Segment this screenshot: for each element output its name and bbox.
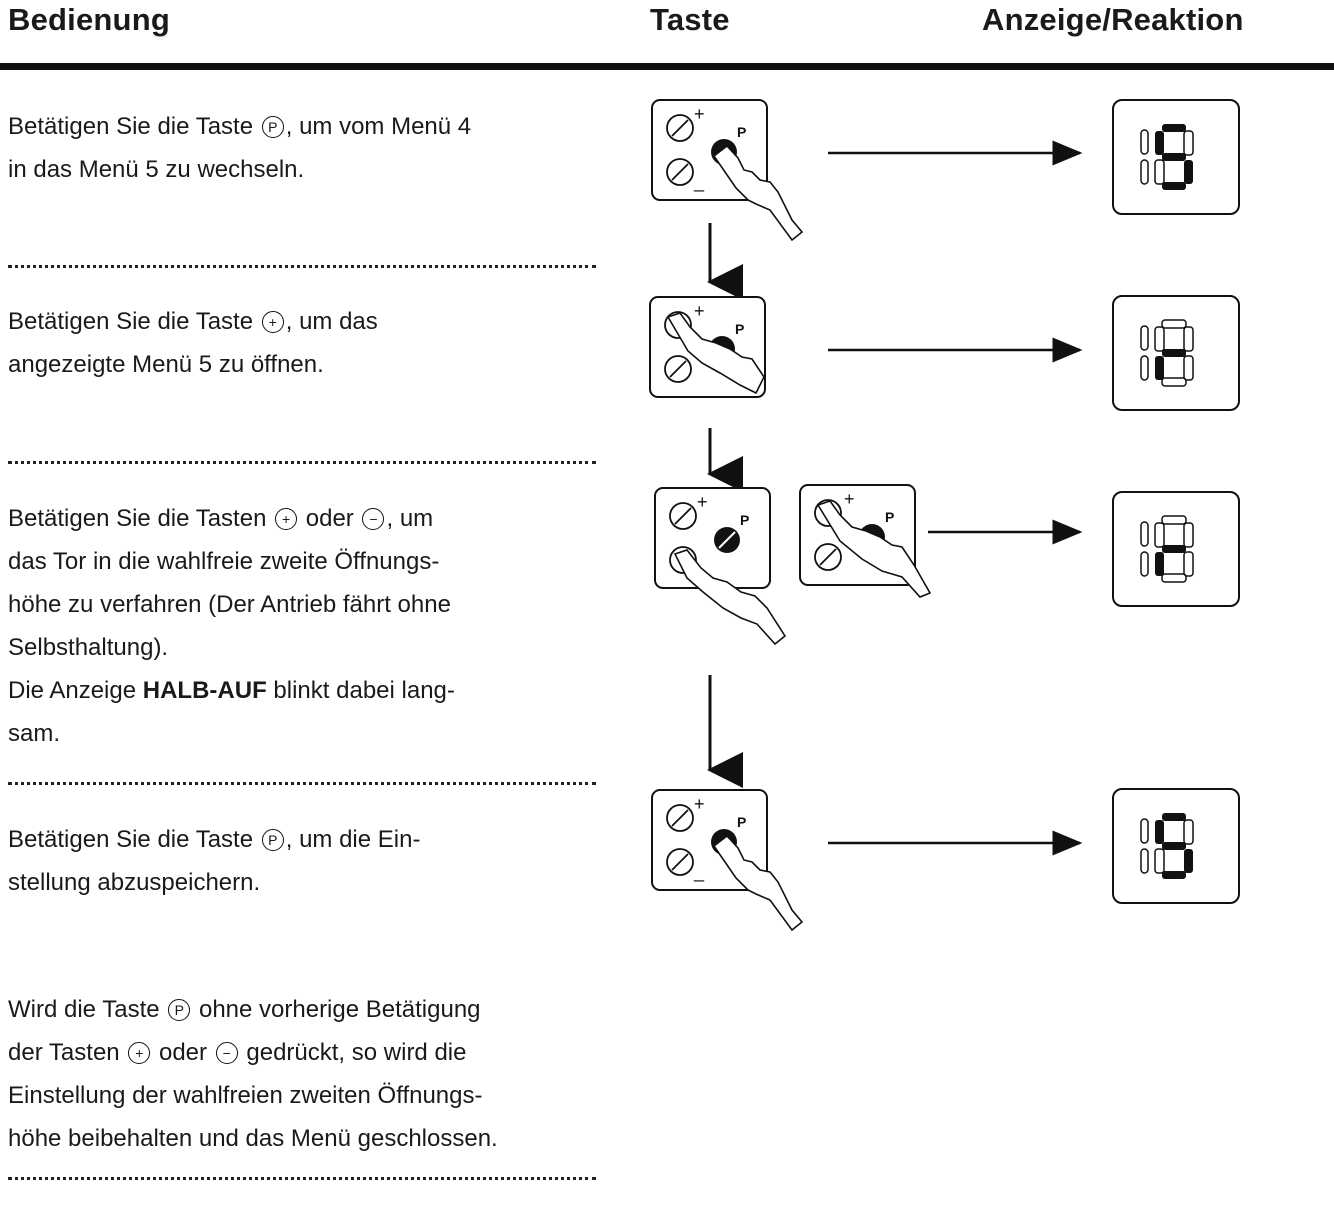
svg-text:_: _ — [693, 862, 705, 883]
minus-key-symbol: − — [362, 508, 385, 530]
pointing-hand-icon — [666, 312, 765, 395]
svg-text:P: P — [737, 124, 746, 140]
step-3-text: Betätigen Sie die Tasten + oder −, um da… — [8, 505, 455, 747]
step-1-text: Betätigen Sie die Taste P, um vom Menü 4… — [8, 113, 472, 183]
note-text: Wird die Taste P ohne vorherige Betätigu… — [8, 996, 498, 1152]
svg-text:_: _ — [693, 172, 705, 193]
halb-auf-label: HALB-AUF — [142, 677, 267, 704]
seven-segment-display-icon — [1112, 491, 1240, 607]
step-4-text: Betätigen Sie die Taste P, um die Ein- s… — [8, 826, 421, 896]
p-key-symbol: P — [261, 116, 284, 138]
p-key-symbol: P — [168, 999, 191, 1021]
dotted-separator — [8, 1177, 596, 1180]
svg-text:+: + — [694, 104, 705, 124]
column-header-operation: Bedienung — [8, 2, 170, 37]
pointing-hand-icon — [816, 500, 932, 598]
header-rule — [0, 63, 1334, 70]
seven-segment-display-icon — [1112, 99, 1240, 215]
pointing-hand-icon — [712, 834, 804, 932]
dotted-separator — [8, 782, 596, 785]
pointing-hand-icon — [712, 144, 804, 242]
step-2-text: Betätigen Sie die Taste +, um das angeze… — [8, 308, 378, 378]
plus-key-symbol: + — [261, 311, 284, 333]
seven-segment-display-icon — [1112, 295, 1240, 411]
seven-segment-display-icon — [1112, 788, 1240, 904]
plus-key-symbol: + — [275, 508, 298, 530]
p-key-symbol: P — [261, 829, 284, 851]
plus-key-symbol: + — [128, 1042, 151, 1064]
svg-text:+: + — [694, 301, 705, 321]
svg-text:+: + — [694, 794, 705, 814]
dotted-separator — [8, 265, 596, 268]
svg-text:P: P — [740, 512, 749, 528]
pointing-hand-icon — [673, 549, 787, 646]
svg-text:P: P — [735, 321, 744, 337]
svg-text:P: P — [737, 814, 746, 830]
svg-text:P: P — [885, 509, 894, 525]
button-panel-icon: + P — [654, 487, 771, 589]
column-header-key: Taste — [650, 2, 730, 37]
minus-key-symbol: − — [215, 1042, 238, 1064]
svg-text:+: + — [697, 492, 708, 512]
dotted-separator — [8, 461, 596, 464]
column-header-display: Anzeige/Reaktion — [982, 2, 1244, 37]
svg-text:+: + — [844, 489, 855, 509]
